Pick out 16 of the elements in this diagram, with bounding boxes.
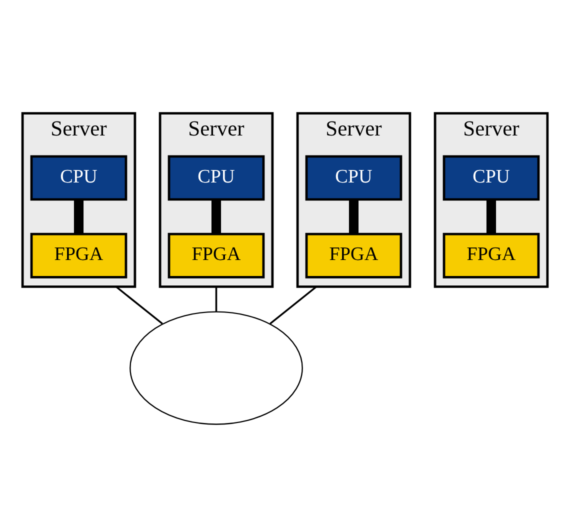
node-box: CPU	[168, 154, 265, 200]
connector	[211, 199, 222, 234]
connector	[486, 199, 496, 234]
node-box: FPGA	[442, 232, 540, 278]
node-box: FPGA	[305, 232, 402, 278]
node-box: FPGA	[168, 232, 265, 278]
connector	[348, 199, 359, 234]
node-cloud	[130, 310, 303, 424]
connector	[270, 286, 317, 324]
connector	[215, 286, 218, 311]
node-box: FPGA	[30, 232, 128, 278]
node-box: CPU	[305, 154, 402, 200]
connector	[116, 286, 163, 324]
node-box: CPU	[30, 154, 128, 200]
node-box: CPU	[442, 154, 540, 200]
connector	[74, 199, 84, 234]
